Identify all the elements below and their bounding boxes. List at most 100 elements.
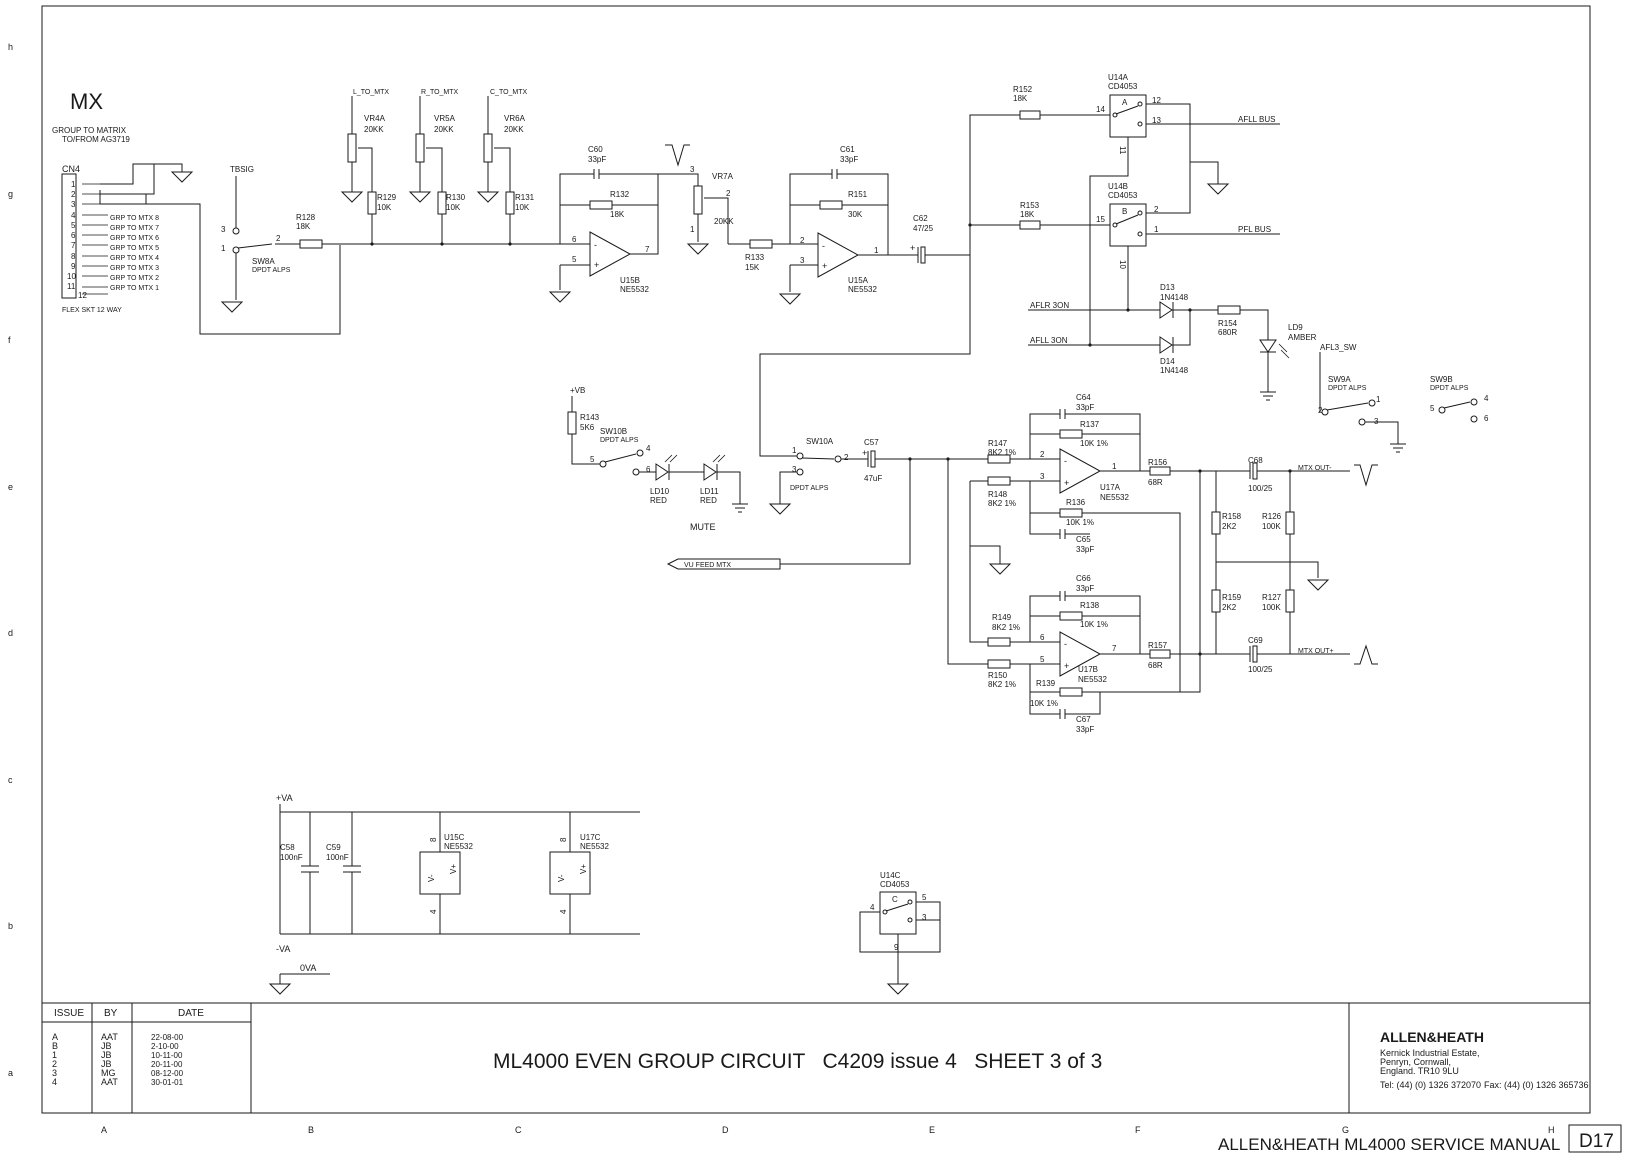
diode-symbol [1159,336,1173,354]
r149-value: 8K2 1% [992,623,1020,632]
rev-date: 22-08-00 [151,1033,184,1042]
opamp-vminus: V- [557,874,566,882]
r130-value: 10K [446,203,461,212]
c68-value: 100/25 [1248,484,1273,493]
signal-label: GRP TO MTX 8 [110,215,159,222]
c61-ref: C61 [840,145,855,154]
pin-number: 2 [1154,205,1159,214]
c60-value: 33pF [588,155,606,164]
ground-symbol [408,191,432,203]
connector-pins: 1 2 3 4 5 6 7 8 9 10 11 12 [67,180,87,300]
pin-number: 3 [690,165,695,174]
resistor-symbol [1059,508,1083,518]
r132-ref: R132 [610,190,630,199]
u17c-value: NE5532 [580,842,609,851]
r151-ref: R151 [848,190,868,199]
ground-symbol [170,171,194,183]
pin-label: 6 [71,231,76,240]
pin-number: 7 [645,245,650,254]
net-r-to-mtx: R_TO_MTX [421,89,459,96]
signal-label: GRP TO MTX 5 [110,245,159,252]
net-c-to-mtx: C_TO_MTX [490,89,528,96]
rev-by: AAT [101,1032,118,1042]
pin-number: 9 [894,943,899,952]
r153-ref: R153 [1020,201,1040,210]
matrix-pots: L_TO_MTX R_TO_MTX C_TO_MTX VR4A 20KK VR5… [340,89,535,246]
net-pfl-bus: PFL BUS [1238,225,1271,234]
company-fax: Fax: (44) (0) 1326 365736 [1484,1080,1589,1090]
ground-symbol [548,291,572,303]
opamp-symbol [817,232,860,278]
capacitor-symbol [1252,645,1258,663]
pin-number: 15 [1096,215,1105,224]
r159-value: 2K2 [1222,603,1237,612]
ground-symbol [732,503,748,513]
page-code: D17 [1579,1131,1614,1152]
pin-number: 5 [572,255,577,264]
vr6a-ref: VR6A [504,114,526,123]
ld9-ref: LD9 [1288,323,1303,332]
resistor-symbol [437,191,447,215]
opamp-vminus: V- [427,874,436,882]
r152-value: 18K [1013,94,1028,103]
resistor-symbol [299,239,323,249]
led-symbol [1259,339,1277,353]
u17b-ref: U17B [1078,665,1098,674]
potentiometer-symbol [693,185,703,215]
r147-value: 8K2 1% [988,448,1016,457]
resistor-symbol [1211,511,1221,535]
rev-header-by: BY [104,1008,118,1019]
r133-value: 15K [745,263,760,272]
ld10-value: RED [650,496,667,505]
pin-number: 12 [1152,96,1161,105]
r131-value: 10K [515,203,530,212]
u15b-ref: U15B [620,276,640,285]
opamp-minus: - [594,240,597,250]
r139-value: 10K 1% [1030,699,1058,708]
ground-symbol [1260,391,1276,401]
rev-issue: B [52,1041,58,1051]
resistor-symbol [1285,511,1295,535]
waveform-marker [1354,464,1378,487]
r143-value: 5K6 [580,423,595,432]
r131-ref: R131 [515,193,535,202]
rev-date: 20-11-00 [151,1060,183,1069]
u14b-value: CD4053 [1108,191,1138,200]
u14c-value: CD4053 [880,880,910,889]
r133-ref: R133 [745,253,765,262]
opamp-plus: + [822,261,827,271]
r150-value: 8K2 1% [988,680,1016,689]
rev-header-date: DATE [178,1008,204,1019]
company-logo: ALLEN&HEATH [1380,1029,1484,1045]
r152-ref: R152 [1013,85,1033,94]
vr7a-value: 20KK [714,217,734,226]
pin-label: 8 [71,252,76,261]
signal-label: GRP TO MTX 2 [110,275,159,282]
sw9b-ref: SW9B [1430,375,1453,384]
vr5a-ref: VR5A [434,114,456,123]
r157-ref: R157 [1148,641,1168,650]
ld10-ref: LD10 [650,487,670,496]
switch-channel: C [892,895,898,904]
pin-number: 2 [276,234,281,243]
grid-row-c: c [8,775,13,785]
ld11-value: RED [700,496,717,505]
c66-ref: C66 [1076,574,1091,583]
pin-label: 5 [71,221,76,230]
rev-issue: 2 [52,1059,57,1069]
pin-number: 1 [221,244,226,253]
pin-number: 4 [429,909,438,914]
resistor-symbol [1217,305,1241,315]
page-code-box [1568,1124,1622,1153]
rev-by: MG [101,1068,116,1078]
grid-row-f: f [8,335,11,345]
u14c-ref: U14C [880,871,901,880]
r129-ref: R129 [377,193,397,202]
r148-ref: R148 [988,490,1008,499]
r130-ref: R130 [446,193,466,202]
c62-ref: C62 [913,214,928,223]
pin-number: 14 [1096,105,1105,114]
grid-row-a: a [8,1068,13,1078]
grid-row-b: b [8,921,13,931]
